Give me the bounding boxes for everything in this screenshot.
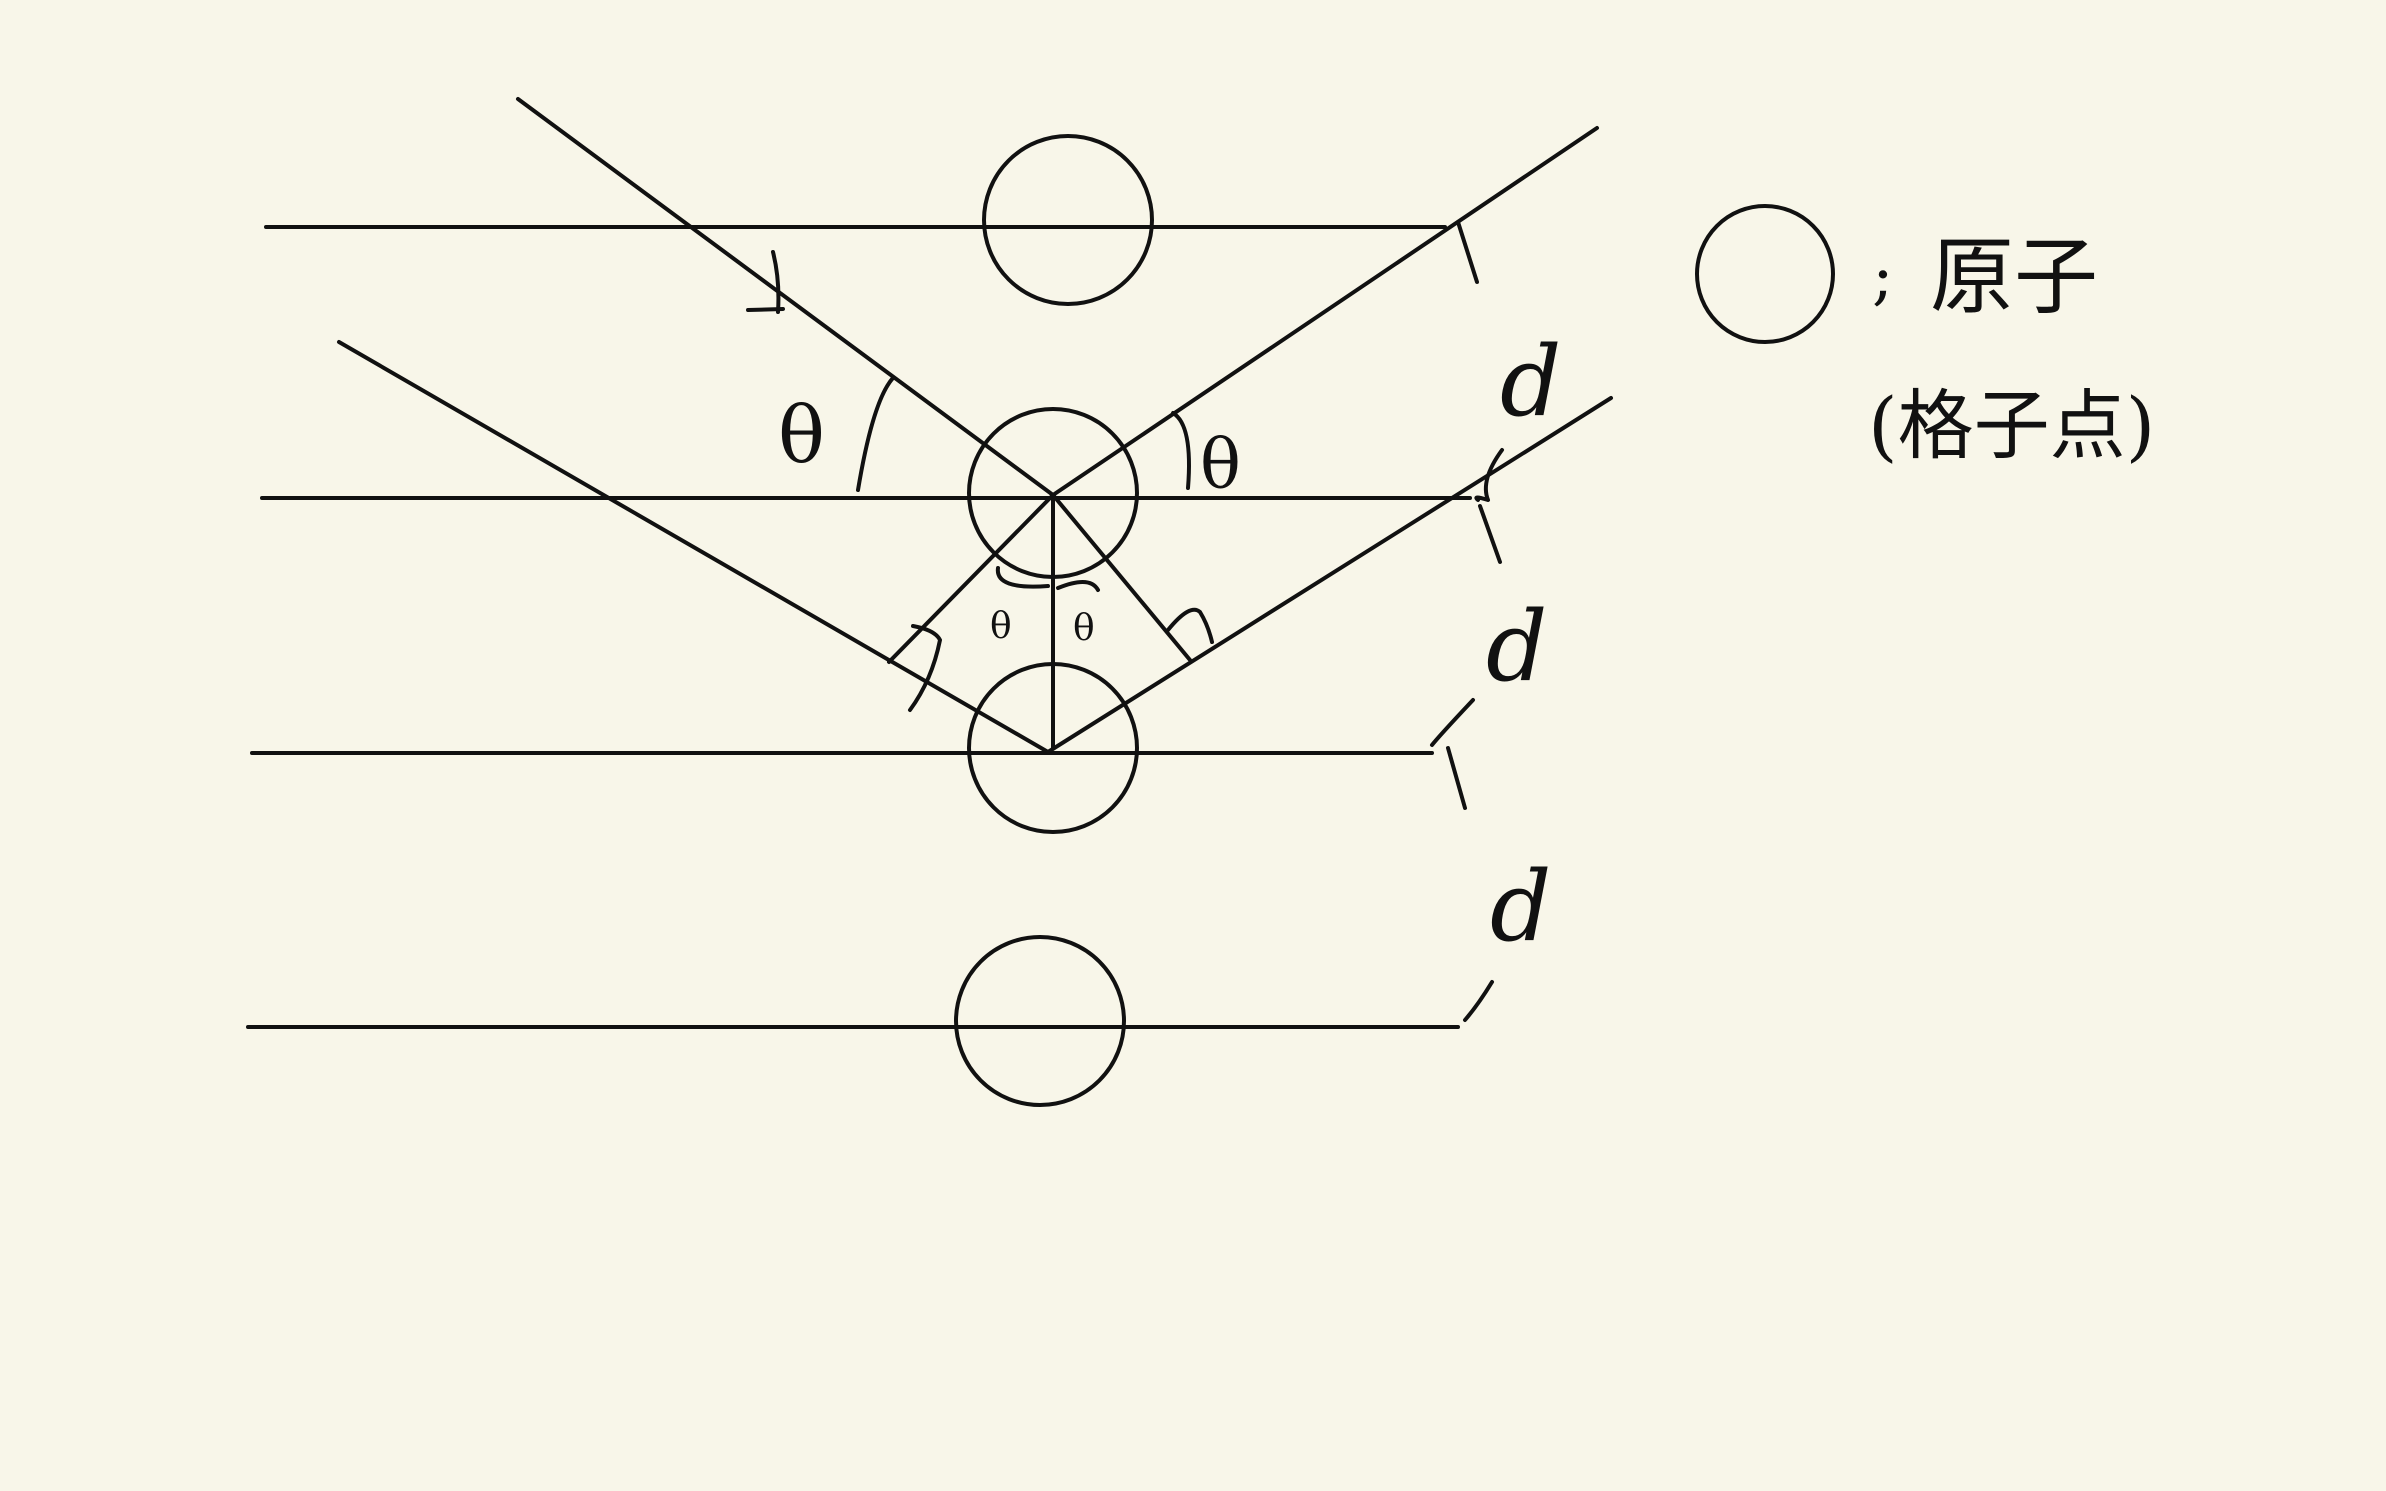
spacing-bracket-2b — [1478, 504, 1502, 564]
legend-lattice-point-label: (格子点) — [1868, 381, 2155, 470]
theta-label-reflected: θ — [1200, 426, 1241, 505]
perpendicular-to-incident — [887, 493, 1055, 664]
spacing-bracket-3b — [1446, 746, 1467, 810]
legend-atom-icon — [1695, 204, 1835, 344]
atom-plane-4 — [954, 935, 1126, 1107]
legend-separator: ; — [1872, 240, 1894, 314]
angle-arc-inner-right — [1056, 580, 1100, 592]
spacing-bracket-top — [1456, 220, 1479, 284]
reflected-ray-2 — [1046, 396, 1613, 754]
x-ray-paths — [337, 97, 1613, 754]
construction-lines — [887, 493, 1192, 750]
spacing-marks: d d d — [1430, 220, 1561, 1022]
angle-arcs — [856, 376, 1191, 592]
spacing-label-1: d — [1500, 326, 1561, 438]
angle-labels: θ θ θ θ — [778, 391, 1241, 649]
incident-ray-2 — [337, 340, 1050, 754]
spacing-label-3: d — [1490, 851, 1551, 963]
incident-ray-1 — [516, 97, 1055, 497]
right-angle-marks — [746, 250, 1214, 712]
theta-label-inner-right: θ — [1073, 608, 1095, 649]
legend: ; 原子 (格子点) — [1695, 204, 2155, 470]
theta-label-incident: θ — [778, 391, 825, 481]
spacing-bracket-4 — [1463, 980, 1494, 1022]
angle-arc-incident — [856, 376, 895, 492]
spacing-label-2: d — [1486, 591, 1547, 703]
theta-label-inner-left: θ — [990, 606, 1012, 647]
spacing-bracket-2a — [1474, 448, 1504, 502]
perpendicular-to-reflected — [1051, 493, 1192, 662]
atom-plane-1 — [982, 134, 1154, 306]
lattice-planes — [246, 225, 1472, 1029]
right-angle-mark-top — [746, 250, 785, 314]
spacing-bracket-3a — [1430, 698, 1475, 747]
legend-atom-label: 原子 — [1930, 228, 2098, 326]
right-angle-mark-left — [908, 624, 942, 712]
reflected-ray-1 — [1051, 126, 1599, 497]
angle-arc-reflected — [1171, 411, 1191, 490]
angle-arc-inner-left — [995, 566, 1050, 589]
right-angle-mark-right — [1166, 607, 1214, 644]
